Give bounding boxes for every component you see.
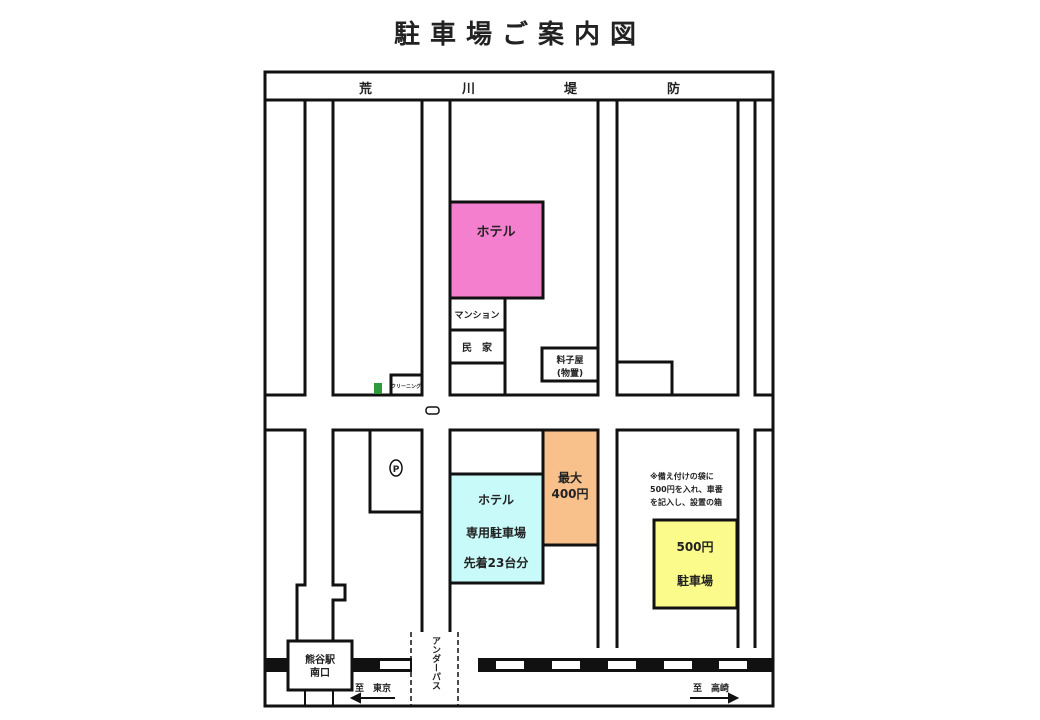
- block: [265, 428, 307, 641]
- max-parking-label: 最大: [558, 470, 582, 485]
- ryotei: [540, 346, 600, 383]
- underpass-label: アンダーパス: [430, 636, 441, 690]
- note-line: を記入し、設置の箱: [650, 497, 722, 507]
- to-tokyo-label: 至 東京: [355, 682, 391, 694]
- parking-p-icon: [389, 459, 403, 477]
- hotel: [448, 200, 545, 300]
- parking-p-label: P: [393, 465, 400, 475]
- cleaning-label: クリーニング: [391, 383, 421, 390]
- max-parking-label: 400円: [551, 487, 588, 501]
- cleaning-shop: [389, 373, 424, 397]
- ryotei-sub-label: (物置): [557, 367, 583, 379]
- block: [615, 98, 740, 397]
- station: [286, 639, 354, 692]
- mansion-label: マンション: [454, 310, 499, 321]
- note-line: ※備え付けの袋に: [650, 471, 714, 481]
- hotel-parking-label: ホテル: [478, 493, 514, 507]
- map-title: 駐車場ご案内図: [393, 20, 646, 50]
- building: [448, 361, 507, 397]
- house-label: 民 家: [462, 341, 493, 354]
- convenience-store-icon: [374, 383, 382, 394]
- lot-500-parking[interactable]: [652, 518, 739, 610]
- embankment-label: 荒: [358, 81, 372, 97]
- block: [265, 98, 307, 397]
- railway-dashes: [380, 656, 747, 674]
- hotel-parking-label: 先着23台分: [464, 555, 529, 570]
- hotel-label: ホテル: [476, 225, 515, 240]
- underpass-lines: [410, 632, 459, 705]
- house: [448, 328, 507, 365]
- station-label: 南口: [310, 666, 330, 679]
- block: [753, 428, 773, 648]
- ryotei-label: 料子屋: [556, 354, 583, 366]
- station-label: 熊谷駅: [305, 653, 336, 666]
- to-takasaki-label: 至 高崎: [693, 682, 729, 694]
- lot500-label: 500円: [676, 540, 713, 554]
- building: [615, 360, 674, 397]
- embankment-label: 堤: [564, 81, 578, 97]
- mansion: [448, 296, 507, 332]
- hotel-parking[interactable]: [448, 472, 545, 585]
- hotel-parking-label: 専用駐車場: [466, 525, 526, 540]
- block: [331, 98, 424, 397]
- bus-stop-icon: [425, 406, 440, 415]
- embankment-label: 防: [667, 81, 680, 97]
- note-line: 500円を入れ、車番: [650, 484, 724, 494]
- block: [753, 98, 773, 397]
- embankment-label: 川: [461, 82, 475, 97]
- max-400-parking[interactable]: [541, 428, 600, 547]
- lot500-label: 駐車場: [677, 573, 713, 588]
